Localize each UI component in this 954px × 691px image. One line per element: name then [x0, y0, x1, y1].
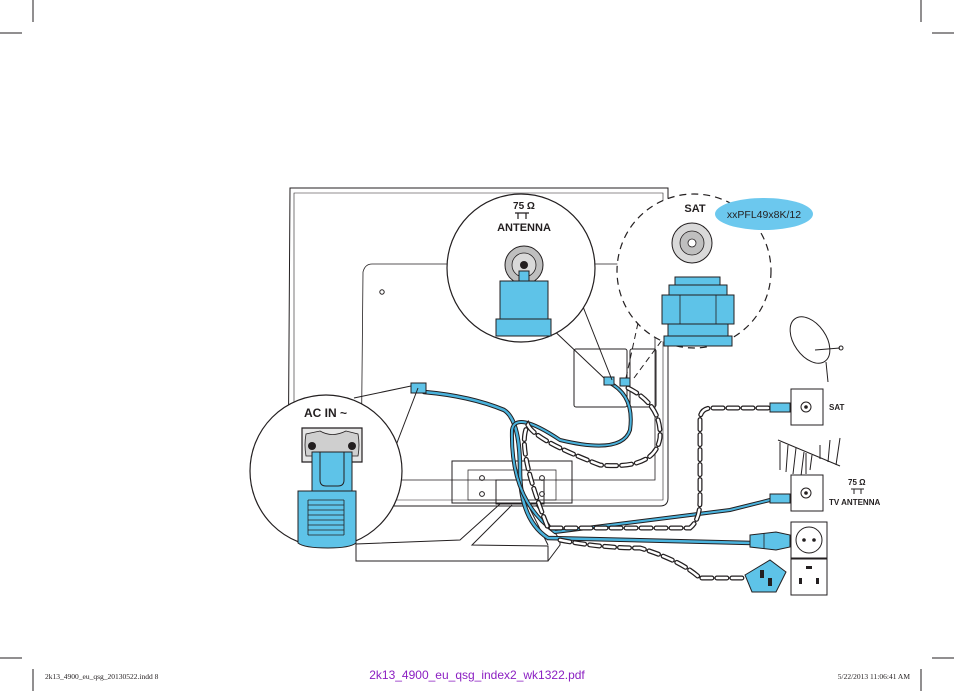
antenna-callout: 75 Ω ANTENNA [446, 193, 613, 381]
wall-tv-antenna-label: TV ANTENNA [829, 498, 880, 507]
cables [421, 380, 772, 581]
tv-connectors [410, 376, 631, 394]
wall-sat-label: SAT [829, 403, 845, 412]
euro-plug-icon [749, 531, 791, 551]
sat-wall-socket [769, 388, 824, 426]
model-badge: xxPFL49x8K/12 [715, 198, 813, 230]
footer-file-name: 2k13_4900_eu_qsg_20130522.indd 8 [45, 672, 159, 681]
ac-in-callout: AC IN ~ [249, 385, 419, 549]
ac-in-label: AC IN ~ [304, 406, 347, 420]
tv-antenna-icon [777, 437, 841, 477]
sat-callout: SAT xxPFL49x8K/12 [616, 193, 813, 379]
footer-pdf-name: 2k13_4900_eu_qsg_index2_wk1322.pdf [369, 668, 585, 682]
euro-power-socket [790, 521, 828, 559]
model-badge-text: xxPFL49x8K/12 [727, 209, 801, 221]
wall-antenna-ohm: 75 Ω [848, 478, 866, 487]
iec-power-plug-icon [297, 427, 363, 549]
f-connector-icon [661, 222, 735, 347]
antenna-label: ANTENNA [497, 222, 551, 234]
antenna-ohm: 75 Ω [513, 201, 535, 212]
satellite-dish-icon [789, 316, 844, 383]
sat-label: SAT [684, 203, 705, 215]
footer-timestamp: 5/22/2013 11:06:41 AM [838, 672, 911, 681]
uk-plug-icon [744, 559, 787, 593]
uk-power-socket [790, 558, 828, 596]
tv-antenna-wall-socket [769, 474, 824, 512]
coax-connector-icon [495, 245, 552, 337]
